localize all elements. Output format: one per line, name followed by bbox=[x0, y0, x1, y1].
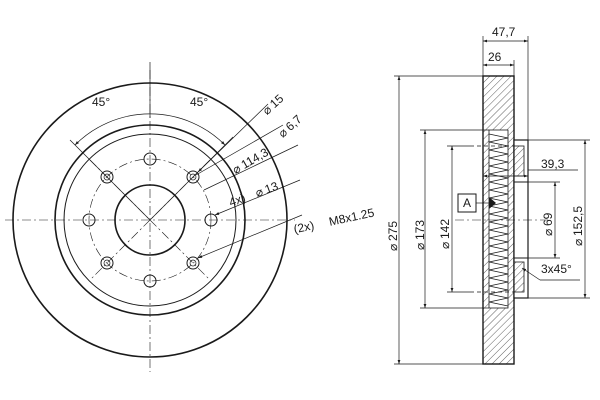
locating-hole-upper-left-inner bbox=[103, 173, 111, 181]
dia-142-label: 142 bbox=[438, 219, 452, 239]
leader-pcd bbox=[203, 144, 299, 191]
front-view: 45° 45° ⌀ 15 ⌀ 6,7 ⌀ 114,3 4x) ⌀ 13 (2x) bbox=[5, 62, 376, 372]
stud-hole-right bbox=[204, 213, 218, 227]
angle-extension-left bbox=[69, 139, 151, 221]
thread-hole-lower-left bbox=[100, 256, 114, 270]
bore-label: 69 bbox=[541, 212, 555, 226]
chamfer-leader bbox=[521, 267, 541, 281]
diameter-symbol-69: ⌀ bbox=[541, 229, 555, 236]
leader-thread bbox=[197, 214, 303, 259]
thread-hole-lower-right-inner bbox=[189, 259, 197, 267]
side-view: 47,7 26 ⌀ 275 ⌀ 173 ⌀ 142 A bbox=[386, 25, 590, 365]
stud-holes-count: 4x) bbox=[227, 191, 247, 210]
diameter-symbol-13: ⌀ bbox=[253, 184, 265, 200]
stud-hole-top bbox=[143, 152, 157, 166]
hole-dia-6-7-label: 6,7 bbox=[283, 112, 305, 134]
leader-hole-6-7 bbox=[195, 124, 284, 176]
locating-hole-upper-left bbox=[100, 170, 114, 184]
leader-stud-hole bbox=[214, 179, 301, 216]
locating-hole-upper-right bbox=[186, 170, 200, 184]
thread-hole-lower-left-inner bbox=[103, 259, 111, 267]
hat-dia-label: 152,5 bbox=[571, 206, 585, 236]
vent-band bbox=[488, 129, 509, 309]
thread-holes-count: (2x) bbox=[292, 218, 315, 236]
center-line-diag-2 bbox=[89, 159, 211, 281]
diameter-symbol-152-5: ⌀ bbox=[571, 239, 585, 246]
diameter-symbol-275: ⌀ bbox=[386, 244, 400, 251]
outer-dia-label: 275 bbox=[386, 221, 400, 241]
stud-hole-bottom bbox=[143, 274, 157, 288]
leader-hole-15 bbox=[197, 103, 269, 173]
hat-flange-bottom bbox=[513, 261, 525, 293]
locating-hole-upper-right-inner bbox=[189, 173, 197, 181]
hat-flange-top bbox=[513, 145, 525, 177]
stud-hole-left bbox=[82, 213, 96, 227]
datum-label: A bbox=[463, 196, 471, 210]
thread-hole-lower-right bbox=[186, 256, 200, 270]
angle-right-label: 45° bbox=[190, 95, 208, 109]
hub-height-label: 39,3 bbox=[541, 157, 565, 171]
diameter-symbol-173: ⌀ bbox=[413, 243, 427, 250]
total-height-label: 47,7 bbox=[492, 25, 516, 39]
angle-left-label: 45° bbox=[92, 95, 110, 109]
dia-173-label: 173 bbox=[413, 220, 427, 240]
angle-extension-right bbox=[149, 136, 234, 221]
cooling-vanes bbox=[488, 133, 509, 307]
thread-spec-label: M8x1.25 bbox=[328, 205, 376, 228]
chamfer-label: 3x45° bbox=[541, 262, 572, 276]
center-line-diag-1 bbox=[89, 159, 211, 281]
stud-hole-dia-label: 13 bbox=[263, 179, 281, 197]
disc-thickness-label: 26 bbox=[488, 50, 502, 64]
datum-triangle bbox=[489, 197, 496, 209]
diameter-symbol-142: ⌀ bbox=[438, 242, 452, 249]
